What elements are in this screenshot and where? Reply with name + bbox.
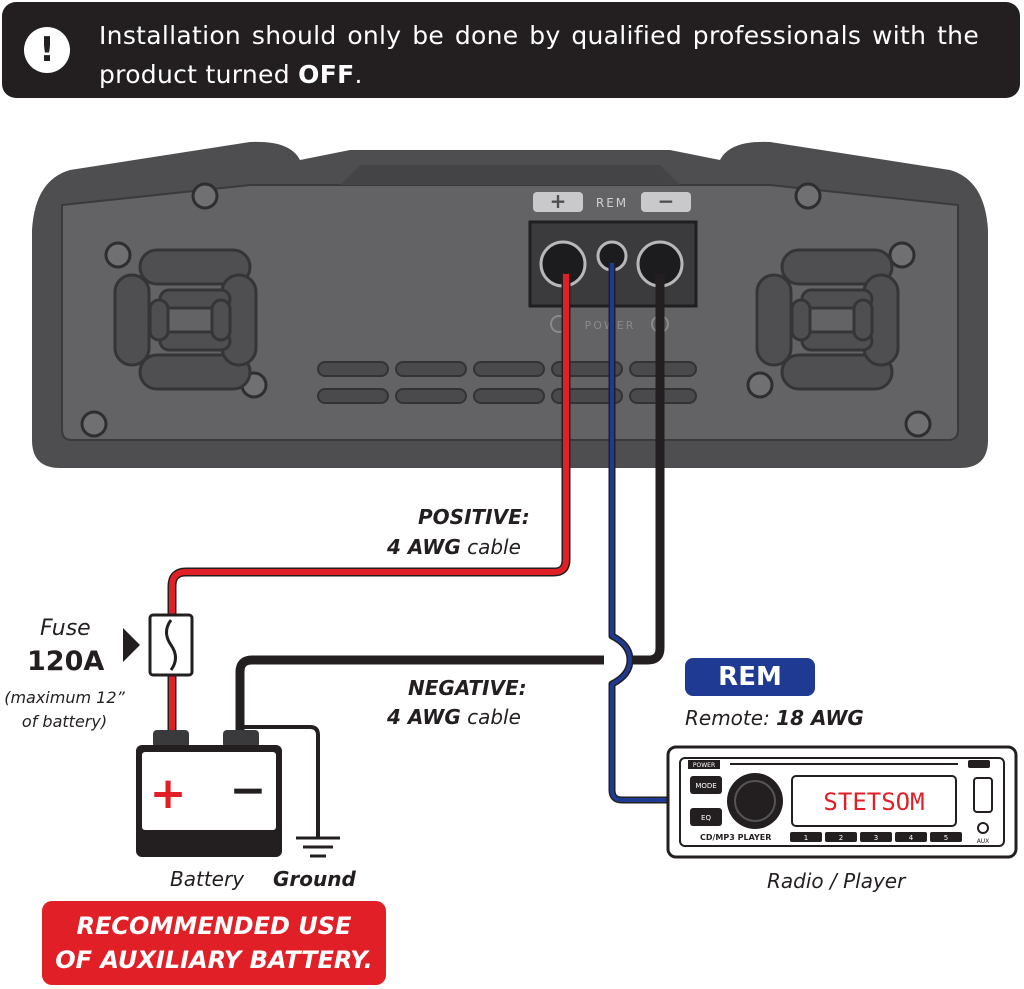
fuse-label: Fuse (40, 616, 91, 641)
plus-plate (533, 192, 583, 212)
negative-cable-spec: 4 AWG cable (387, 705, 521, 729)
vent-slots (317, 361, 697, 404)
fuse (123, 613, 194, 677)
minus-plate (641, 192, 691, 212)
remote-cable (610, 256, 668, 802)
battery: + − (136, 730, 282, 857)
svg-text:POWER: POWER (693, 762, 715, 769)
pointer-arrow-icon (123, 628, 140, 662)
battery-plus: + (150, 768, 187, 819)
screws (80, 182, 932, 438)
positive-cable (169, 264, 569, 740)
radio-label: Radio / Player (767, 869, 906, 893)
negative-cable (235, 264, 665, 730)
minus-symbol: − (658, 189, 675, 213)
fuse-value: 120A (27, 646, 105, 677)
svg-text:3: 3 (874, 834, 878, 842)
fuse-note: (maximum 12”of battery) (4, 688, 125, 731)
svg-text:5: 5 (944, 834, 948, 842)
warning-text: Installation should only be done by qual… (99, 21, 979, 89)
warning-banner: ! Installation should only be done by qu… (2, 2, 1020, 98)
svg-text:AUX: AUX (977, 838, 990, 845)
amplifier: + − REM POWER (32, 141, 988, 468)
svg-text:2: 2 (839, 834, 843, 842)
battery-label: Battery (170, 867, 245, 891)
battery-minus: − (230, 765, 267, 816)
plus-symbol: + (550, 189, 567, 213)
svg-text:1: 1 (804, 834, 808, 842)
fan-grille-right (755, 248, 900, 391)
svg-text:CD/MP3 PLAYER: CD/MP3 PLAYER (700, 833, 771, 842)
svg-text:MODE: MODE (695, 782, 716, 790)
ground-wire (240, 725, 320, 838)
rem-terminal-label: REM (596, 196, 628, 210)
svg-text:EQ: EQ (701, 814, 711, 822)
fan-grille-left (113, 248, 258, 391)
radio-player: POWER MODE EQ STETSOM CD/MP3 PLAYER 1 2 … (666, 745, 1018, 859)
aux-jack (977, 822, 989, 834)
remote-spec: Remote: 18 AWG (685, 706, 864, 730)
rem-badge: REM (685, 658, 815, 696)
fuse-icon (165, 619, 177, 671)
positive-cable-spec: 4 AWG cable (387, 535, 521, 559)
exclamation-icon: ! (24, 27, 70, 73)
ground-label: Ground (273, 867, 356, 891)
display (791, 775, 957, 827)
ground-icon (296, 836, 340, 858)
svg-text:4: 4 (909, 834, 914, 842)
display-text: STETSOM (823, 788, 924, 816)
usb-icon (973, 777, 993, 813)
negative-cable-title: NEGATIVE: (408, 676, 527, 700)
positive-cable-title: POSITIVE: (418, 505, 530, 529)
